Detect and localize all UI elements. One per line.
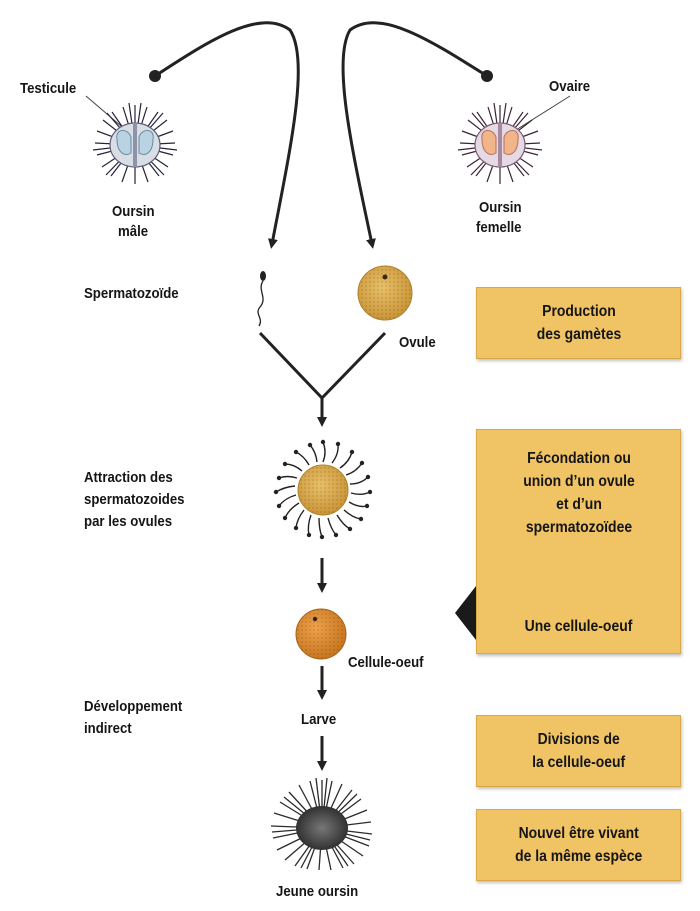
oursin-male-label-line2: mâle: [118, 223, 149, 240]
fecondation-line3: et d’un: [555, 496, 602, 513]
female-curve-line: [341, 21, 493, 249]
jeune-oursin-label: Jeune oursin: [276, 883, 359, 900]
fecondation-line1: Fécondation ou: [526, 450, 631, 467]
ovule-icon: [357, 265, 413, 321]
ovule-label: Ovule: [399, 334, 436, 351]
cellule-oeuf-label: Cellule-oeuf: [348, 654, 424, 671]
production-line2: des gamètes: [536, 326, 621, 343]
fecondation-line2: union d’un ovule: [522, 473, 635, 490]
spermatozoid-icon: [257, 271, 266, 327]
egg-cell-icon: [295, 608, 347, 660]
male-curve-line: [149, 21, 300, 249]
convergence-arrow: [258, 331, 387, 427]
fecondation-box: Fécondation ou union d’un ovule et d’un …: [476, 429, 681, 654]
testicule-label: Testicule: [20, 80, 77, 97]
attraction-label-line3: par les ovules: [84, 513, 173, 530]
testicule-pointer: [85, 95, 129, 133]
attraction-label-line2: spermatozoides: [84, 491, 185, 508]
fecondation-result: Une cellule-oeuf: [524, 618, 633, 635]
nouvel-etre-box: Nouvel être vivant de la même espèce: [476, 809, 681, 881]
female-urchin-icon: [457, 102, 543, 184]
oursin-male-label-line1: Oursin: [112, 203, 155, 220]
ovaire-pointer: [515, 95, 571, 131]
oursin-femelle-label-line1: Oursin: [479, 199, 522, 216]
divisions-box: Divisions de la cellule-oeuf: [476, 715, 681, 787]
ovaire-label: Ovaire: [549, 78, 591, 95]
developpement-label-line1: Développement: [84, 698, 183, 715]
young-urchin-icon: [270, 777, 373, 871]
nouvel-etre-line2: de la même espèce: [514, 848, 643, 865]
nouvel-etre-line1: Nouvel être vivant: [518, 825, 639, 842]
divisions-line1: Divisions de: [537, 731, 620, 748]
attraction-label-line1: Attraction des: [84, 469, 173, 486]
spermatozoide-label: Spermatozoïde: [84, 285, 179, 302]
developpement-label-line2: indirect: [84, 720, 132, 737]
fecondation-line4: spermatozoïdee: [525, 519, 632, 536]
larve-label: Larve: [301, 711, 337, 728]
divisions-line2: la cellule-oeuf: [531, 754, 626, 771]
production-box: Production des gamètes: [476, 287, 681, 359]
attracted-ovule-icon: [273, 439, 373, 540]
box-pointer-icon: [455, 586, 476, 640]
oursin-femelle-label-line2: femelle: [476, 219, 522, 236]
male-urchin-icon: [92, 102, 178, 184]
production-line1: Production: [541, 303, 616, 320]
